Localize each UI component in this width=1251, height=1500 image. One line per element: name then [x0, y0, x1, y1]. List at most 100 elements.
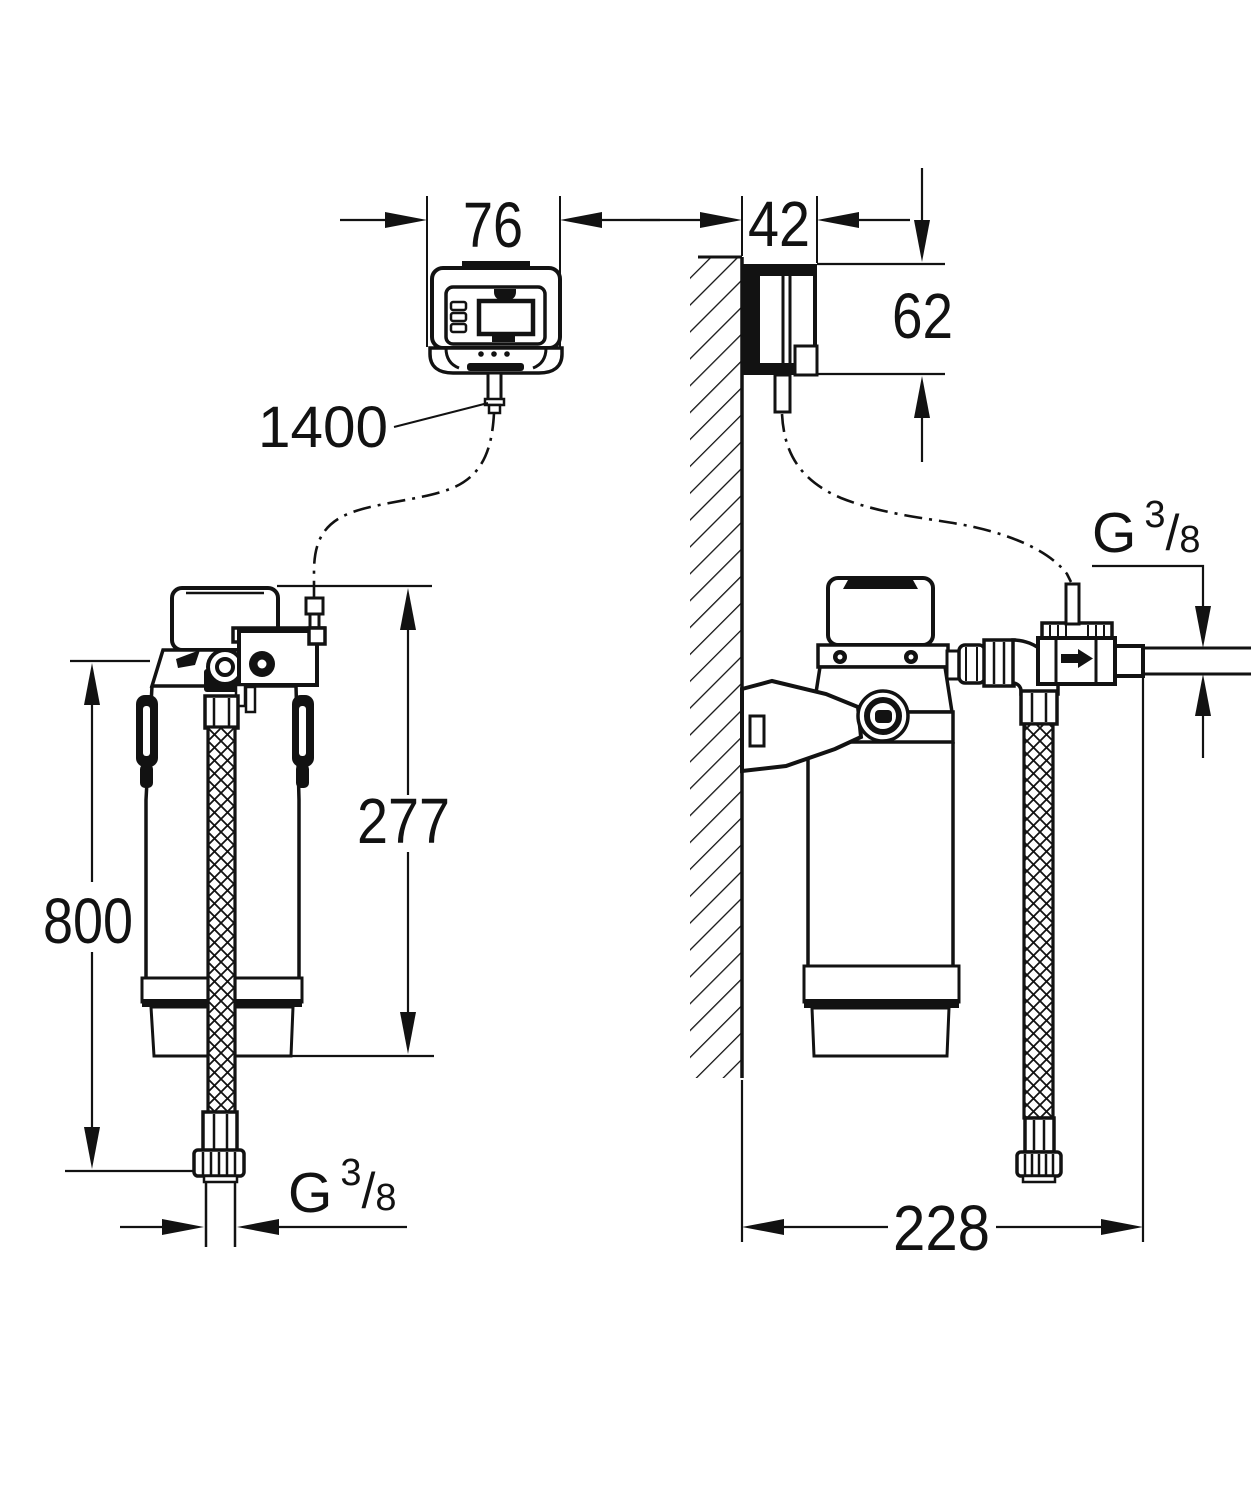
dimension-228: 228: [740, 676, 1145, 1264]
dim-value-controller-height: 62: [892, 280, 953, 352]
wall-section: [690, 255, 744, 1078]
braided-hose-front: [192, 694, 246, 1247]
hose-hex-lower-side: [1023, 1116, 1056, 1154]
sensor-cable-side: [780, 413, 1073, 583]
dim-value-controller-width: 76: [463, 189, 523, 261]
clip-foot-left: [140, 764, 153, 788]
clip-slot-left: [143, 706, 150, 756]
arrowhead: [1195, 674, 1211, 716]
dim-value-installation-depth: 228: [893, 1192, 990, 1264]
display-screen: [476, 298, 536, 337]
side-connector-box: [793, 344, 819, 377]
tray-dot: [478, 351, 484, 357]
wall-bracket-arm: [740, 678, 864, 774]
dim-value-filter-height: 277: [357, 785, 450, 857]
side-cable-tube: [773, 373, 792, 414]
hose-hex-upper-side: [1019, 689, 1059, 726]
button-middle: [449, 311, 468, 323]
arrowhead: [400, 588, 416, 630]
block-tab-b: [244, 685, 257, 714]
button-top: [449, 300, 468, 312]
cable-dashdot-line: [312, 412, 496, 598]
dimension-76: 76: [340, 189, 660, 347]
arrowhead: [162, 1219, 204, 1235]
filter-side-bottom: [810, 1006, 951, 1058]
arrowhead: [84, 1127, 100, 1169]
valve-sensor-stem: [1064, 582, 1081, 626]
hose-braid-side: [1022, 722, 1055, 1120]
arrowhead: [742, 1219, 784, 1235]
cable-plug-head: [304, 596, 325, 616]
cable-outlet-tube: [486, 371, 503, 402]
head-block-port-center: [257, 659, 267, 669]
braided-hose-side: [1015, 689, 1063, 1184]
arrowhead: [400, 1012, 416, 1054]
button-bottom: [449, 322, 468, 334]
arrowhead: [1195, 606, 1211, 648]
dimension-62: 62: [817, 168, 953, 462]
swivel-elbow-inner: [215, 657, 235, 677]
tray-dot: [504, 351, 510, 357]
arrowhead: [237, 1219, 279, 1235]
dimension-800: 800: [43, 659, 195, 1173]
dimension-1400: 1400: [258, 395, 489, 460]
arrowhead: [560, 212, 602, 228]
pipe-connector: [1113, 644, 1145, 678]
hose-hex-lower: [201, 1110, 239, 1153]
leader-line: [1092, 564, 1205, 608]
clip-curl-center: [837, 654, 843, 660]
valve-cap-ridges: [1049, 625, 1105, 637]
sensor-cable-front: [304, 412, 496, 640]
head-block: [237, 629, 319, 687]
outlet-sleeve: [957, 643, 987, 685]
outlet-hex-nut: [982, 638, 1016, 688]
bracket-knob-center: [875, 710, 892, 723]
dim-value-controller-depth: 42: [748, 188, 810, 260]
cap-top-face: [843, 580, 918, 589]
hose-hex-upper: [203, 694, 240, 730]
filter-side-band-dark: [804, 999, 959, 1008]
cable-stub: [487, 403, 502, 415]
controller-side-view: [743, 264, 819, 414]
clip-curl-center: [908, 654, 914, 660]
flow-arrow-icon-tip: [1078, 649, 1093, 668]
nut-tip: [202, 1174, 239, 1184]
filter-side-band: [802, 964, 961, 1004]
bracket-wall-hook: [748, 714, 766, 748]
controller-base-tray: [428, 346, 564, 375]
tray-contour-left: [444, 347, 460, 370]
arrowhead: [385, 212, 427, 228]
arrowhead: [1101, 1219, 1143, 1235]
arrowhead: [914, 376, 930, 418]
head-block-ear: [307, 626, 327, 646]
flow-valve: [1036, 582, 1251, 686]
leader-line: [393, 402, 489, 428]
clip-foot-right: [296, 764, 309, 788]
clip-slot-right: [299, 706, 306, 756]
dim-value-cable-length: 1400: [258, 395, 388, 460]
head-wedge-mark: [176, 650, 200, 668]
dimension-42: 42: [640, 188, 910, 263]
arrowhead: [914, 220, 930, 262]
controller-top-tab: [462, 261, 530, 269]
arrowhead: [84, 663, 100, 705]
controller-front-view: [428, 261, 564, 415]
nut-tip-side: [1021, 1174, 1057, 1184]
wall-hatching: [690, 257, 742, 1078]
dimension-277: 277: [277, 584, 450, 1058]
arrowhead: [700, 212, 742, 228]
arrowhead: [817, 212, 859, 228]
tray-contour-right: [532, 347, 548, 370]
dim-value-hose-length: 800: [43, 885, 133, 957]
display-label-bar: [492, 336, 515, 342]
hose-braid: [206, 725, 237, 1115]
sensor-lens-icon: [494, 289, 516, 301]
tray-dot: [491, 351, 497, 357]
